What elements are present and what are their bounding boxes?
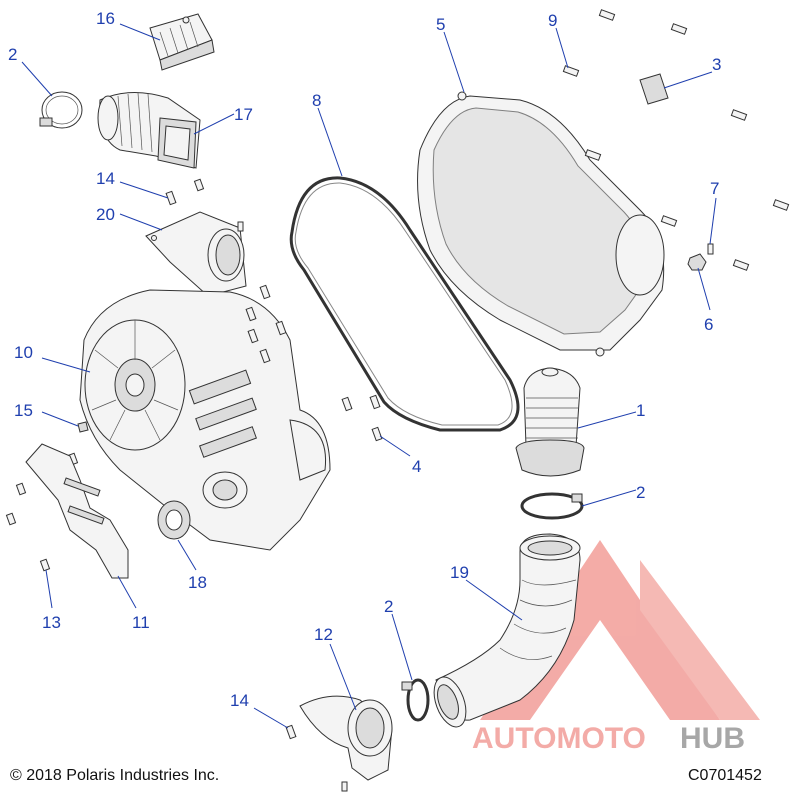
callout-20: 20 [96,205,115,224]
callout-9: 9 [548,11,557,30]
watermark-triangle-right [640,560,760,720]
part-10-inner-cover [79,289,331,551]
callout-1: 1 [636,401,645,420]
part-5-outer-cover [417,91,665,357]
callout-16: 16 [96,9,115,28]
callout-4: 4 [412,457,421,476]
callout-2-mid: 2 [636,483,645,502]
part-2-clamp-top [39,91,83,129]
part-4-bolts [245,284,383,442]
callout-18: 18 [188,573,207,592]
callout-11: 11 [132,613,150,632]
callout-2-top: 2 [8,45,17,64]
part-17-intake-boot [97,91,201,169]
watermark-triangle-inner [560,650,640,710]
callout-19: 19 [450,563,469,582]
drawing-code: C0701452 [688,767,762,784]
leader-lines [21,23,717,729]
part-2-clamp-bottom [401,678,430,722]
callout-labels: 16 2 17 14 20 8 5 9 3 7 6 10 15 4 1 2 11… [8,9,721,710]
callout-2-bottom: 2 [384,597,393,616]
part-6-nut [687,253,707,271]
part-9-bolts [562,9,790,271]
part-20-duct [145,211,247,297]
callout-8: 8 [312,91,321,110]
callout-10: 10 [14,343,33,362]
callout-17: 17 [234,105,253,124]
part-11-bracket [25,443,129,579]
callout-14-bottom: 14 [230,691,249,710]
part-19-elbow [433,533,581,728]
part-3-label [639,73,669,105]
callout-15: 15 [14,401,33,420]
part-7-pin [707,243,714,255]
part-15-fastener [77,421,89,433]
part-12-inlet [299,695,393,792]
watermark-text-part2: HUB [680,722,745,755]
callout-6: 6 [704,315,713,334]
part-18-seal [157,500,191,540]
callout-5: 5 [436,15,445,34]
part-8-gasket [289,176,520,432]
copyright-text: © 2018 Polaris Industries Inc. [10,767,219,784]
callout-3: 3 [712,55,721,74]
part-14-bolt-bottom [285,724,297,740]
callout-7: 7 [710,179,719,198]
part-2-clamp-mid [520,492,584,520]
watermark-text-part1: AUTOMOTO [472,722,646,755]
part-1-filter [515,367,585,477]
part-13-fasteners [5,452,79,572]
part-14-bolt-top [165,178,205,206]
part-16-screen [149,13,215,71]
callout-14-top: 14 [96,169,115,188]
callout-13: 13 [42,613,61,632]
callout-12: 12 [314,625,333,644]
